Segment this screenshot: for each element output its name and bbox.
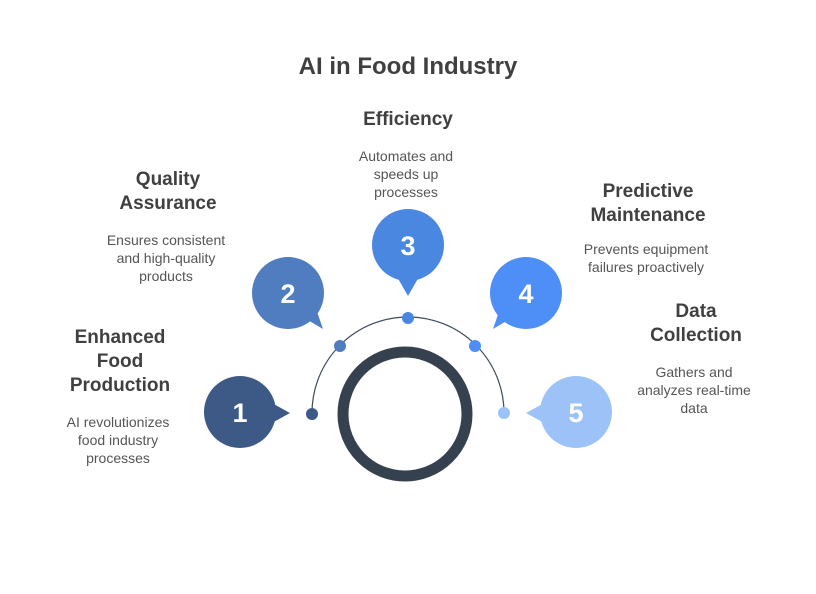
step-heading-line: Production (70, 375, 170, 396)
step-heading-line: Maintenance (590, 205, 705, 226)
step-heading-line: Predictive (603, 181, 694, 202)
step-number-1: 1 (232, 398, 247, 428)
step-description-line: products (139, 268, 193, 284)
step-heading-line: Enhanced (75, 327, 166, 348)
number-bubble-5 (540, 376, 612, 448)
step-heading-line: Quality (136, 169, 201, 190)
step-heading-line: Data (675, 301, 717, 322)
step-description-line: Automates and (359, 148, 453, 164)
step-heading-line: Collection (650, 325, 742, 346)
step-description-line: AI revolutionizes (67, 414, 170, 430)
step-heading-line: Efficiency (363, 109, 453, 130)
step-description-line: analyzes real-time (637, 382, 751, 398)
arc-dot-1 (306, 408, 318, 420)
step-description-line: processes (374, 184, 438, 200)
step-description-line: speeds up (374, 166, 439, 182)
step-number-2: 2 (280, 279, 295, 309)
step-heading-line: Assurance (119, 193, 216, 214)
step-description-line: processes (86, 450, 150, 466)
step-description-line: Ensures consistent (107, 232, 225, 248)
step-description-line: data (680, 400, 707, 416)
arc-dot-3 (402, 312, 414, 324)
number-bubble-2 (252, 257, 324, 329)
step-description-line: Gathers and (655, 364, 732, 380)
arc-dot-5 (498, 407, 510, 419)
arc-dot-2 (334, 340, 346, 352)
step-number-4: 4 (518, 279, 533, 309)
step-number-3: 3 (400, 231, 415, 261)
step-heading-line: Food (97, 351, 143, 372)
arc-dot-4 (469, 340, 481, 352)
step-description-line: food industry (78, 432, 158, 448)
number-bubble-1 (204, 376, 276, 448)
step-number-5: 5 (568, 398, 583, 428)
diagram-title: AI in Food Industry (299, 53, 518, 80)
step-description-line: failures proactively (588, 259, 704, 275)
step-description-line: and high-quality (117, 250, 216, 266)
number-bubble-4 (490, 257, 562, 329)
center-ring (337, 346, 473, 482)
number-bubble-3 (372, 209, 444, 281)
step-description-line: Prevents equipment (584, 241, 709, 257)
